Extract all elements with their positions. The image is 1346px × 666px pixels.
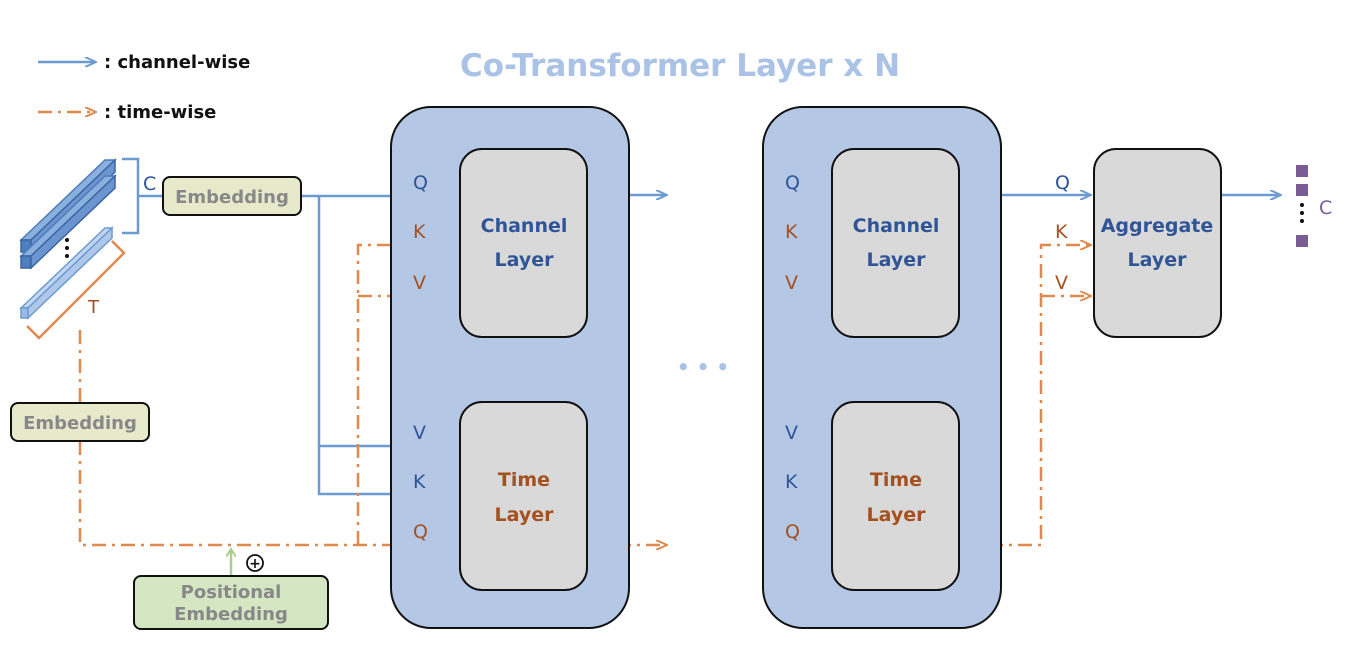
block2-channel-q-label: Q	[785, 172, 800, 194]
output-c-label: C	[1319, 197, 1332, 219]
channel-bracket	[122, 157, 140, 235]
c-dimension-label: C	[143, 173, 156, 195]
diagram-title: Co-Transformer Layer x N	[460, 48, 900, 84]
block1-channel-k-label: K	[413, 221, 426, 243]
t-dimension-label: T	[87, 297, 100, 318]
channel-layer-2-label-line2: Layer	[867, 249, 927, 271]
channel-layer-2	[831, 148, 960, 338]
aggregate-q-label: Q	[1055, 172, 1070, 194]
time-layer-2-label-line2: Layer	[867, 504, 927, 526]
time-layer-2-label-line1: Time	[870, 469, 922, 491]
positional-embedding-box	[133, 575, 329, 630]
positional-embedding-label-line2: Embedding	[174, 604, 288, 625]
input-tensor-icon	[19, 158, 117, 320]
block1-time-q-label: Q	[413, 521, 428, 543]
channel-embedding-label: Embedding	[175, 187, 289, 208]
time-layer-2	[831, 401, 960, 591]
channel-layer-1-label-line2: Layer	[495, 249, 555, 271]
block1-time-k-label: K	[413, 471, 426, 493]
aggregate-layer-label-line2: Layer	[1128, 249, 1188, 271]
time-embedding-label: Embedding	[23, 413, 137, 434]
time-layer-1	[459, 401, 588, 591]
aggregate-layer-label-line1: Aggregate	[1101, 215, 1214, 237]
positional-embedding-label-line1: Positional	[181, 582, 282, 603]
channel-layer-1	[459, 148, 588, 338]
output-vector-icon	[1296, 165, 1308, 247]
ellipsis: • • •	[677, 355, 729, 379]
channel-embedding-box	[162, 176, 302, 216]
block1-time-v-label: V	[413, 422, 426, 444]
aggregate-layer	[1093, 148, 1222, 338]
add-operator-symbol: +	[249, 556, 261, 572]
add-operator-icon	[246, 554, 264, 572]
time-layer-1-label-line1: Time	[498, 469, 550, 491]
channel-layer-2-label-line1: Channel	[853, 215, 940, 237]
block2-time-k-label: K	[785, 471, 798, 493]
legend-channel-label: : channel-wise	[104, 52, 250, 73]
block1-channel-v-label: V	[413, 272, 426, 294]
channel-layer-1-label-line1: Channel	[481, 215, 568, 237]
block1-channel-q-label: Q	[413, 172, 428, 194]
block2-time-v-label: V	[785, 422, 798, 444]
legend-time-label: : time-wise	[104, 102, 216, 123]
time-bracket	[26, 240, 126, 340]
time-layer-1-label-line2: Layer	[495, 504, 555, 526]
block2-time-q-label: Q	[785, 521, 800, 543]
aggregate-v-label: V	[1055, 272, 1068, 294]
block2-channel-k-label: K	[785, 221, 798, 243]
block2-channel-v-label: V	[785, 272, 798, 294]
time-embedding-box	[10, 402, 150, 442]
aggregate-k-label: K	[1055, 221, 1068, 243]
